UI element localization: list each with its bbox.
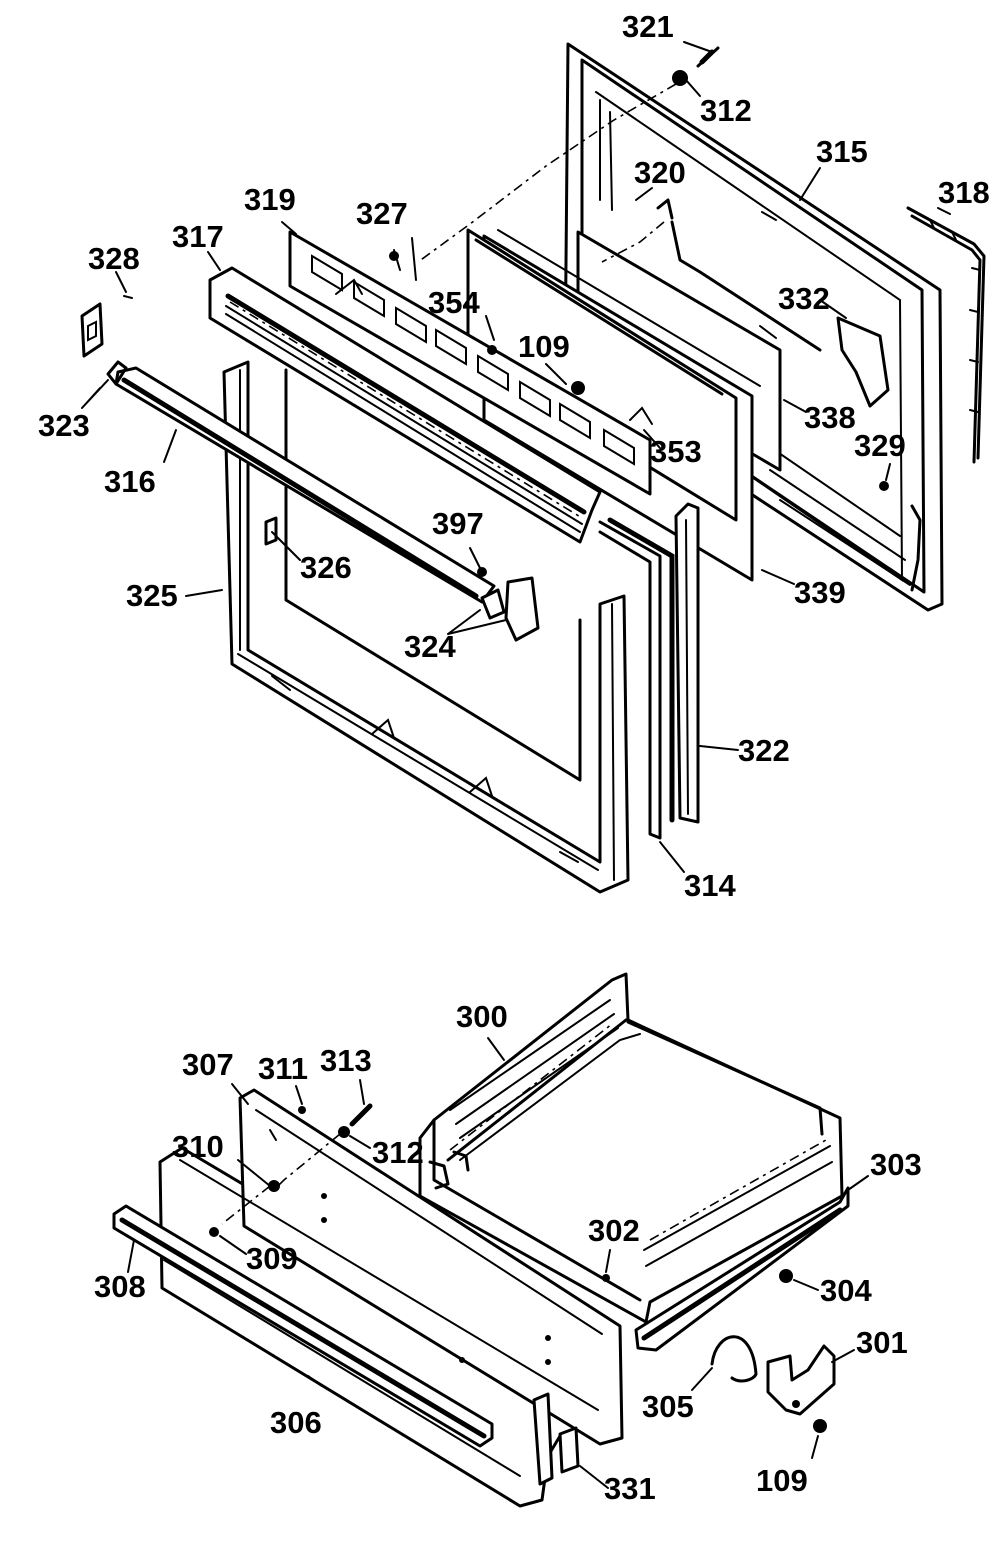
label-314: 314 — [684, 868, 736, 903]
label-328: 328 — [88, 241, 140, 276]
label-353: 353 — [650, 434, 702, 469]
label-331: 331 — [604, 1471, 656, 1506]
part-door-gasket — [906, 206, 986, 464]
part-small-hardware — [123, 46, 889, 577]
part-inner-door-liner — [563, 42, 944, 612]
assembly-guide-lines-lower — [221, 1133, 341, 1225]
part-control-panel — [288, 230, 652, 496]
part-drawer-hardware — [209, 1103, 827, 1433]
label-313: 313 — [320, 1043, 372, 1078]
label-327: 327 — [356, 196, 408, 231]
label-317: 317 — [172, 219, 224, 254]
part-drawer-body — [418, 972, 844, 1324]
label-305: 305 — [642, 1389, 694, 1424]
label-302: 302 — [588, 1213, 640, 1248]
label-339: 339 — [794, 575, 846, 610]
label-321: 321 — [622, 9, 674, 44]
label-311: 311 — [258, 1051, 308, 1086]
label-315: 315 — [816, 134, 868, 169]
label-329: 329 — [854, 428, 906, 463]
label-306: 306 — [270, 1405, 322, 1440]
label-322: 322 — [738, 733, 790, 768]
label-319: 319 — [244, 182, 296, 217]
label-307: 307 — [182, 1047, 234, 1082]
part-side-channel — [674, 502, 700, 824]
label-300: 300 — [456, 999, 508, 1034]
part-drawer-slide — [634, 1186, 850, 1352]
label-326: 326 — [300, 550, 352, 585]
label-325: 325 — [126, 578, 178, 613]
leader-lines-upper — [81, 41, 951, 873]
part-vent-trim — [208, 266, 602, 544]
label-310: 310 — [172, 1129, 224, 1164]
label-397: 397 — [432, 506, 484, 541]
label-301: 301 — [856, 1325, 908, 1360]
label-109-lower: 109 — [756, 1463, 808, 1498]
label-304: 304 — [820, 1273, 872, 1308]
label-309: 309 — [246, 1241, 298, 1276]
part-drawer-bracket — [532, 1392, 580, 1486]
part-end-bracket — [80, 302, 104, 358]
label-312-upper: 312 — [700, 93, 752, 128]
part-slide-bracket — [766, 1344, 836, 1416]
part-control-panel-backer — [466, 228, 738, 522]
label-332: 332 — [778, 281, 830, 316]
assembly-guide-lines-upper — [393, 83, 677, 281]
label-338: 338 — [804, 400, 856, 435]
label-312-lower: 312 — [372, 1135, 424, 1170]
label-316: 316 — [104, 464, 156, 499]
label-109-upper: 109 — [518, 329, 570, 364]
part-number-labels: 321 312 315 320 318 319 327 317 328 354 … — [38, 9, 990, 1506]
part-drawer-front — [158, 1088, 624, 1508]
label-308: 308 — [94, 1269, 146, 1304]
part-wire-clip — [710, 1335, 758, 1383]
label-323: 323 — [38, 408, 90, 443]
part-drawer-handle — [112, 1204, 494, 1448]
label-320: 320 — [634, 155, 686, 190]
part-window-glass — [598, 517, 675, 840]
label-324: 324 — [404, 629, 456, 664]
part-handle-caps — [480, 576, 540, 642]
leader-lines-lower — [127, 1037, 869, 1489]
label-303: 303 — [870, 1147, 922, 1182]
label-318: 318 — [938, 175, 990, 210]
label-354: 354 — [428, 285, 480, 320]
